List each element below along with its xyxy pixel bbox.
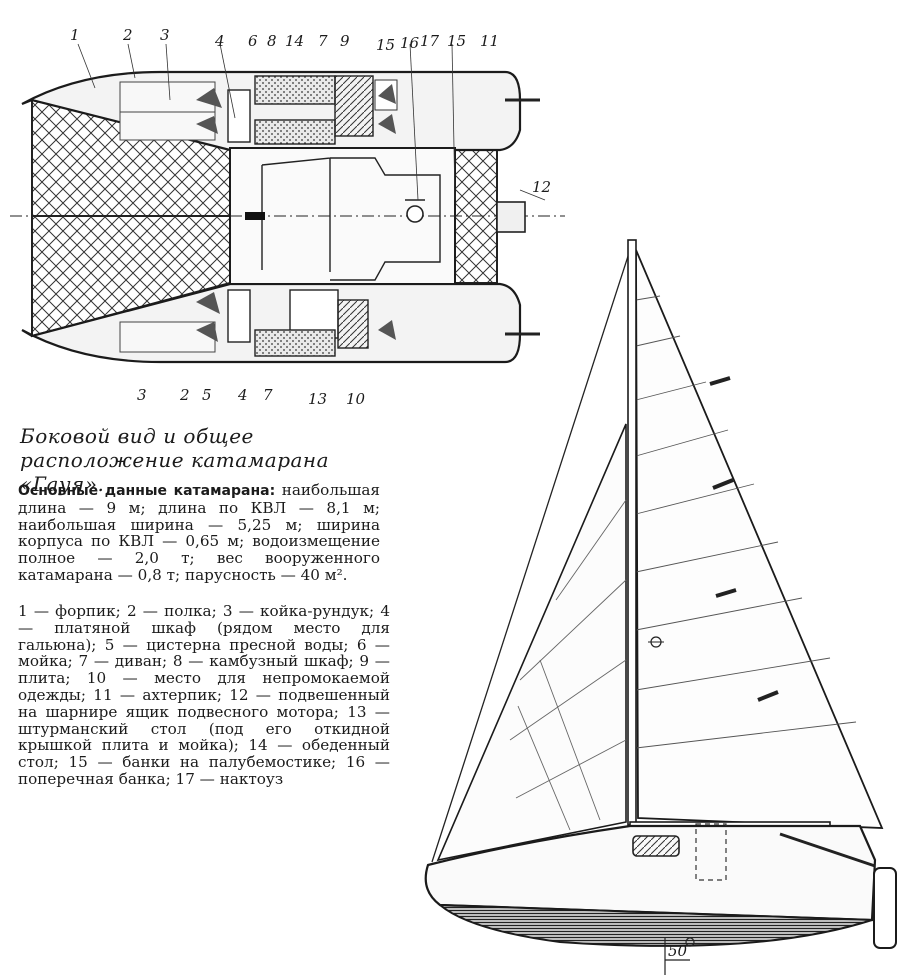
callout-label: 13 — [308, 390, 327, 408]
callout-label: 7 — [318, 32, 328, 50]
callout-label: 6 — [248, 32, 258, 50]
motor-box — [496, 201, 526, 233]
scale-label: 50 — [668, 942, 688, 960]
mast — [627, 239, 637, 826]
stove-top — [334, 75, 374, 137]
specs-text: наибольшая длина — 9 м; длина по КВЛ — 8… — [18, 481, 380, 584]
callouts: 1 2 3 4 6 8 14 7 9 15 16 17 15 11 12 3 2… — [70, 26, 551, 408]
hatch — [632, 835, 680, 857]
callout-label: 4 — [237, 386, 248, 404]
side-hull — [424, 824, 877, 922]
settee-top — [254, 119, 336, 145]
callout-label: 14 — [285, 32, 304, 50]
callout-label: 9 — [340, 32, 350, 50]
callout-label: 17 — [420, 32, 440, 50]
callout-label: 7 — [263, 386, 273, 404]
callout-label: 3 — [160, 26, 170, 44]
galley-cabinet — [254, 75, 336, 105]
figure-caption: Боковой вид и общее расположение катамар… — [20, 424, 330, 496]
callout-label: 10 — [346, 390, 366, 408]
specs-lead: Основные данные катамарана: — [18, 483, 276, 499]
callout-label: 1 — [70, 26, 80, 44]
hull-bottom — [437, 903, 873, 947]
main-specs: Основные данные катамарана: наибольшая д… — [18, 482, 380, 584]
legend-text: 1 — форпик; 2 — полка; 3 — койка-рундук;… — [18, 602, 390, 788]
side-view: 50 — [424, 239, 897, 975]
callout-label: 11 — [480, 32, 499, 50]
callout-label: 2 — [122, 26, 133, 44]
settee-bottom — [254, 329, 336, 357]
binnacle — [406, 205, 424, 223]
rudder — [873, 867, 897, 949]
callout-label: 15 — [376, 36, 395, 54]
callout-label: 8 — [267, 32, 277, 50]
callout-label: 3 — [137, 386, 147, 404]
callout-label: 16 — [400, 34, 420, 52]
plan-view: 1 2 3 4 6 8 14 7 9 15 16 17 15 11 12 3 2… — [10, 26, 565, 408]
mainsail — [635, 249, 884, 829]
callout-label: 4 — [214, 32, 225, 50]
callout-label: 2 — [179, 386, 190, 404]
callout-label: 12 — [532, 178, 551, 196]
jib — [436, 423, 627, 862]
cockpit — [695, 823, 727, 881]
callout-label: 15 — [447, 32, 466, 50]
callout-label: 5 — [202, 386, 212, 404]
